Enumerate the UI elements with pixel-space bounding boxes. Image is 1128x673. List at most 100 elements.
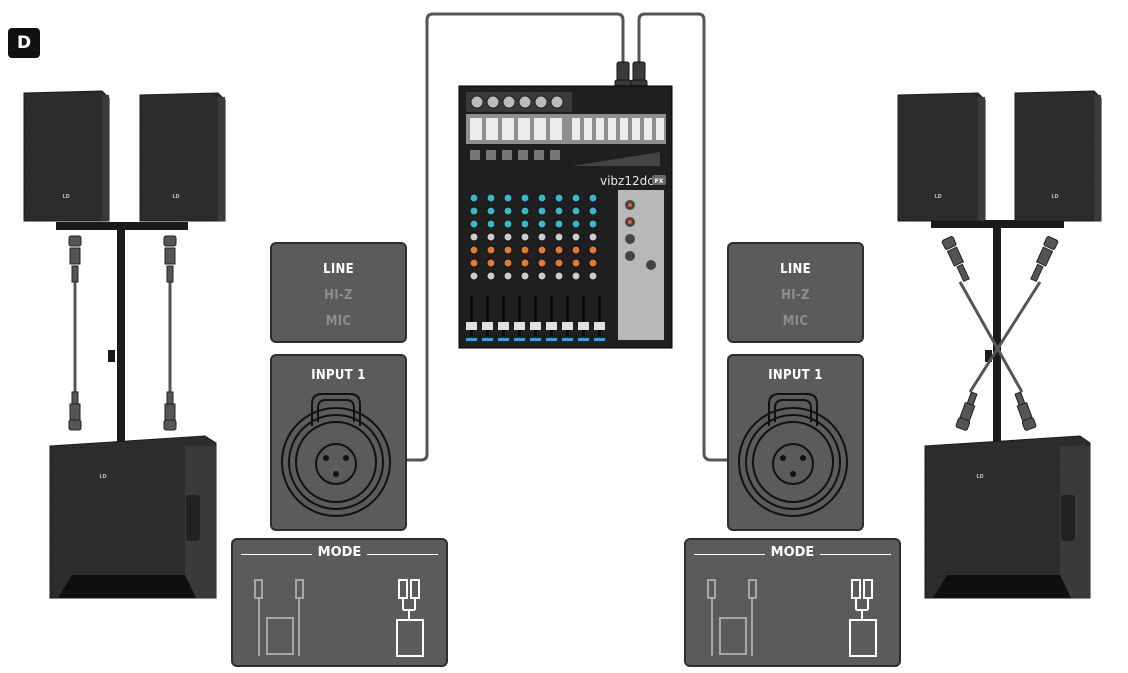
mixer-knob: [486, 245, 496, 255]
fader-track: [534, 296, 537, 336]
mixer-knob: [588, 245, 598, 255]
mode-option-mic: MIC: [782, 314, 809, 329]
fader-cap: [482, 322, 493, 330]
right-top-speaker-2: LD: [1014, 90, 1102, 222]
mixer-knob: [554, 193, 564, 203]
speakon-connectors: [941, 236, 1059, 431]
fader-cap: [546, 322, 557, 330]
mode-option-hiz: HI-Z: [781, 288, 810, 303]
fader-strip-label: [594, 338, 605, 341]
fader-strip-label: [482, 338, 493, 341]
mixer-knob: [571, 232, 581, 242]
mode-label: MODE: [311, 545, 368, 560]
right-top-speaker-1: LD: [897, 92, 986, 222]
mixer-knob: [537, 271, 547, 281]
mode-title: MODE: [233, 545, 446, 560]
mixer-knob: [520, 258, 530, 268]
mixer-knob: [554, 206, 564, 216]
mixer-knob: [554, 271, 564, 281]
mixer-knob: [486, 232, 496, 242]
speaker-logo: LD: [976, 474, 983, 480]
fader-cap: [530, 322, 541, 330]
mixer-knob: [588, 271, 598, 281]
fader-strip-label: [562, 338, 573, 341]
mixer-knob: [469, 245, 479, 255]
mixer-knob: [486, 258, 496, 268]
mixer-knob: [520, 206, 530, 216]
fader-strip-label: [466, 338, 477, 341]
left-top-speaker-1: LD: [23, 90, 110, 222]
fader-strip-label: [546, 338, 557, 341]
speaker-logo: LD: [62, 194, 69, 200]
fader-cap: [578, 322, 589, 330]
mixer-knob: [588, 206, 598, 216]
mixer-knob: [520, 219, 530, 229]
mixer-knob: [571, 219, 581, 229]
fader-track: [502, 296, 505, 336]
right-input-panel: INPUT 1: [727, 354, 864, 531]
mixer-knob: [571, 193, 581, 203]
mixer-knob: [537, 219, 547, 229]
mixer-knob: [537, 206, 547, 216]
mixer-knob: [503, 245, 513, 255]
fader-track: [550, 296, 553, 336]
right-mode-switch-panel: MODE: [684, 538, 901, 667]
combo-jack-icon: [738, 393, 848, 517]
left-speaker-setup: LD LD: [23, 90, 226, 599]
mixer-knob: [537, 232, 547, 242]
right-subwoofer: LD: [924, 435, 1091, 599]
mixer-knob: [588, 219, 598, 229]
mixer-knob: [486, 219, 496, 229]
mixer-knob: [486, 193, 496, 203]
mixer-knob: [503, 206, 513, 216]
fader-cap: [514, 322, 525, 330]
fader-strip-label: [530, 338, 541, 341]
mixer-knob: [554, 258, 564, 268]
fader-track: [582, 296, 585, 336]
mixer-knob: [503, 258, 513, 268]
mode-option-line: LINE: [323, 262, 354, 277]
mixer-knob: [503, 193, 513, 203]
fader-strip-label: [498, 338, 509, 341]
speaker-logo: LD: [99, 474, 106, 480]
mixer-knob: [571, 206, 581, 216]
speaker-logo: LD: [172, 194, 179, 200]
fader-track: [486, 296, 489, 336]
mixer-model: vibz12dc: [600, 174, 654, 188]
figure-badge: D: [8, 28, 40, 58]
mixer-knob: [554, 245, 564, 255]
mixer-knob: [588, 258, 598, 268]
mixer-knob: [486, 271, 496, 281]
mixer-knob: [537, 193, 547, 203]
left-subwoofer: LD: [49, 435, 217, 599]
mode-label: MODE: [764, 545, 821, 560]
fader-strip-label: [514, 338, 525, 341]
mixer-knob: [503, 271, 513, 281]
right-speaker-setup: LD LD LD: [897, 90, 1102, 599]
mixer-knob: [469, 232, 479, 242]
mixer-knob: [520, 232, 530, 242]
left-input-panel: INPUT 1: [270, 354, 407, 531]
xlr-cables: [382, 12, 757, 462]
fader-track: [470, 296, 473, 336]
mixer-knobs: [469, 193, 598, 281]
mode-option-hiz: HI-Z: [324, 288, 353, 303]
speaker-logo: LD: [1051, 194, 1058, 200]
mode-option-line: LINE: [780, 262, 811, 277]
fader-cap: [594, 322, 605, 330]
mixer-knob: [503, 219, 513, 229]
mixer-knob: [469, 193, 479, 203]
mixer-knob: [520, 245, 530, 255]
mixer-knob: [469, 219, 479, 229]
mode-diagram-icons: [254, 579, 424, 657]
right-speakon-cables: [958, 281, 1042, 393]
mixer-faders: [466, 296, 605, 341]
right-speaker-pole: [993, 226, 1001, 448]
mixer: vibz12dc FX: [458, 85, 673, 349]
mixer-knob: [469, 258, 479, 268]
mixer-knob: [554, 232, 564, 242]
left-speakon-cables: [73, 282, 172, 392]
input-label: INPUT 1: [768, 368, 823, 383]
